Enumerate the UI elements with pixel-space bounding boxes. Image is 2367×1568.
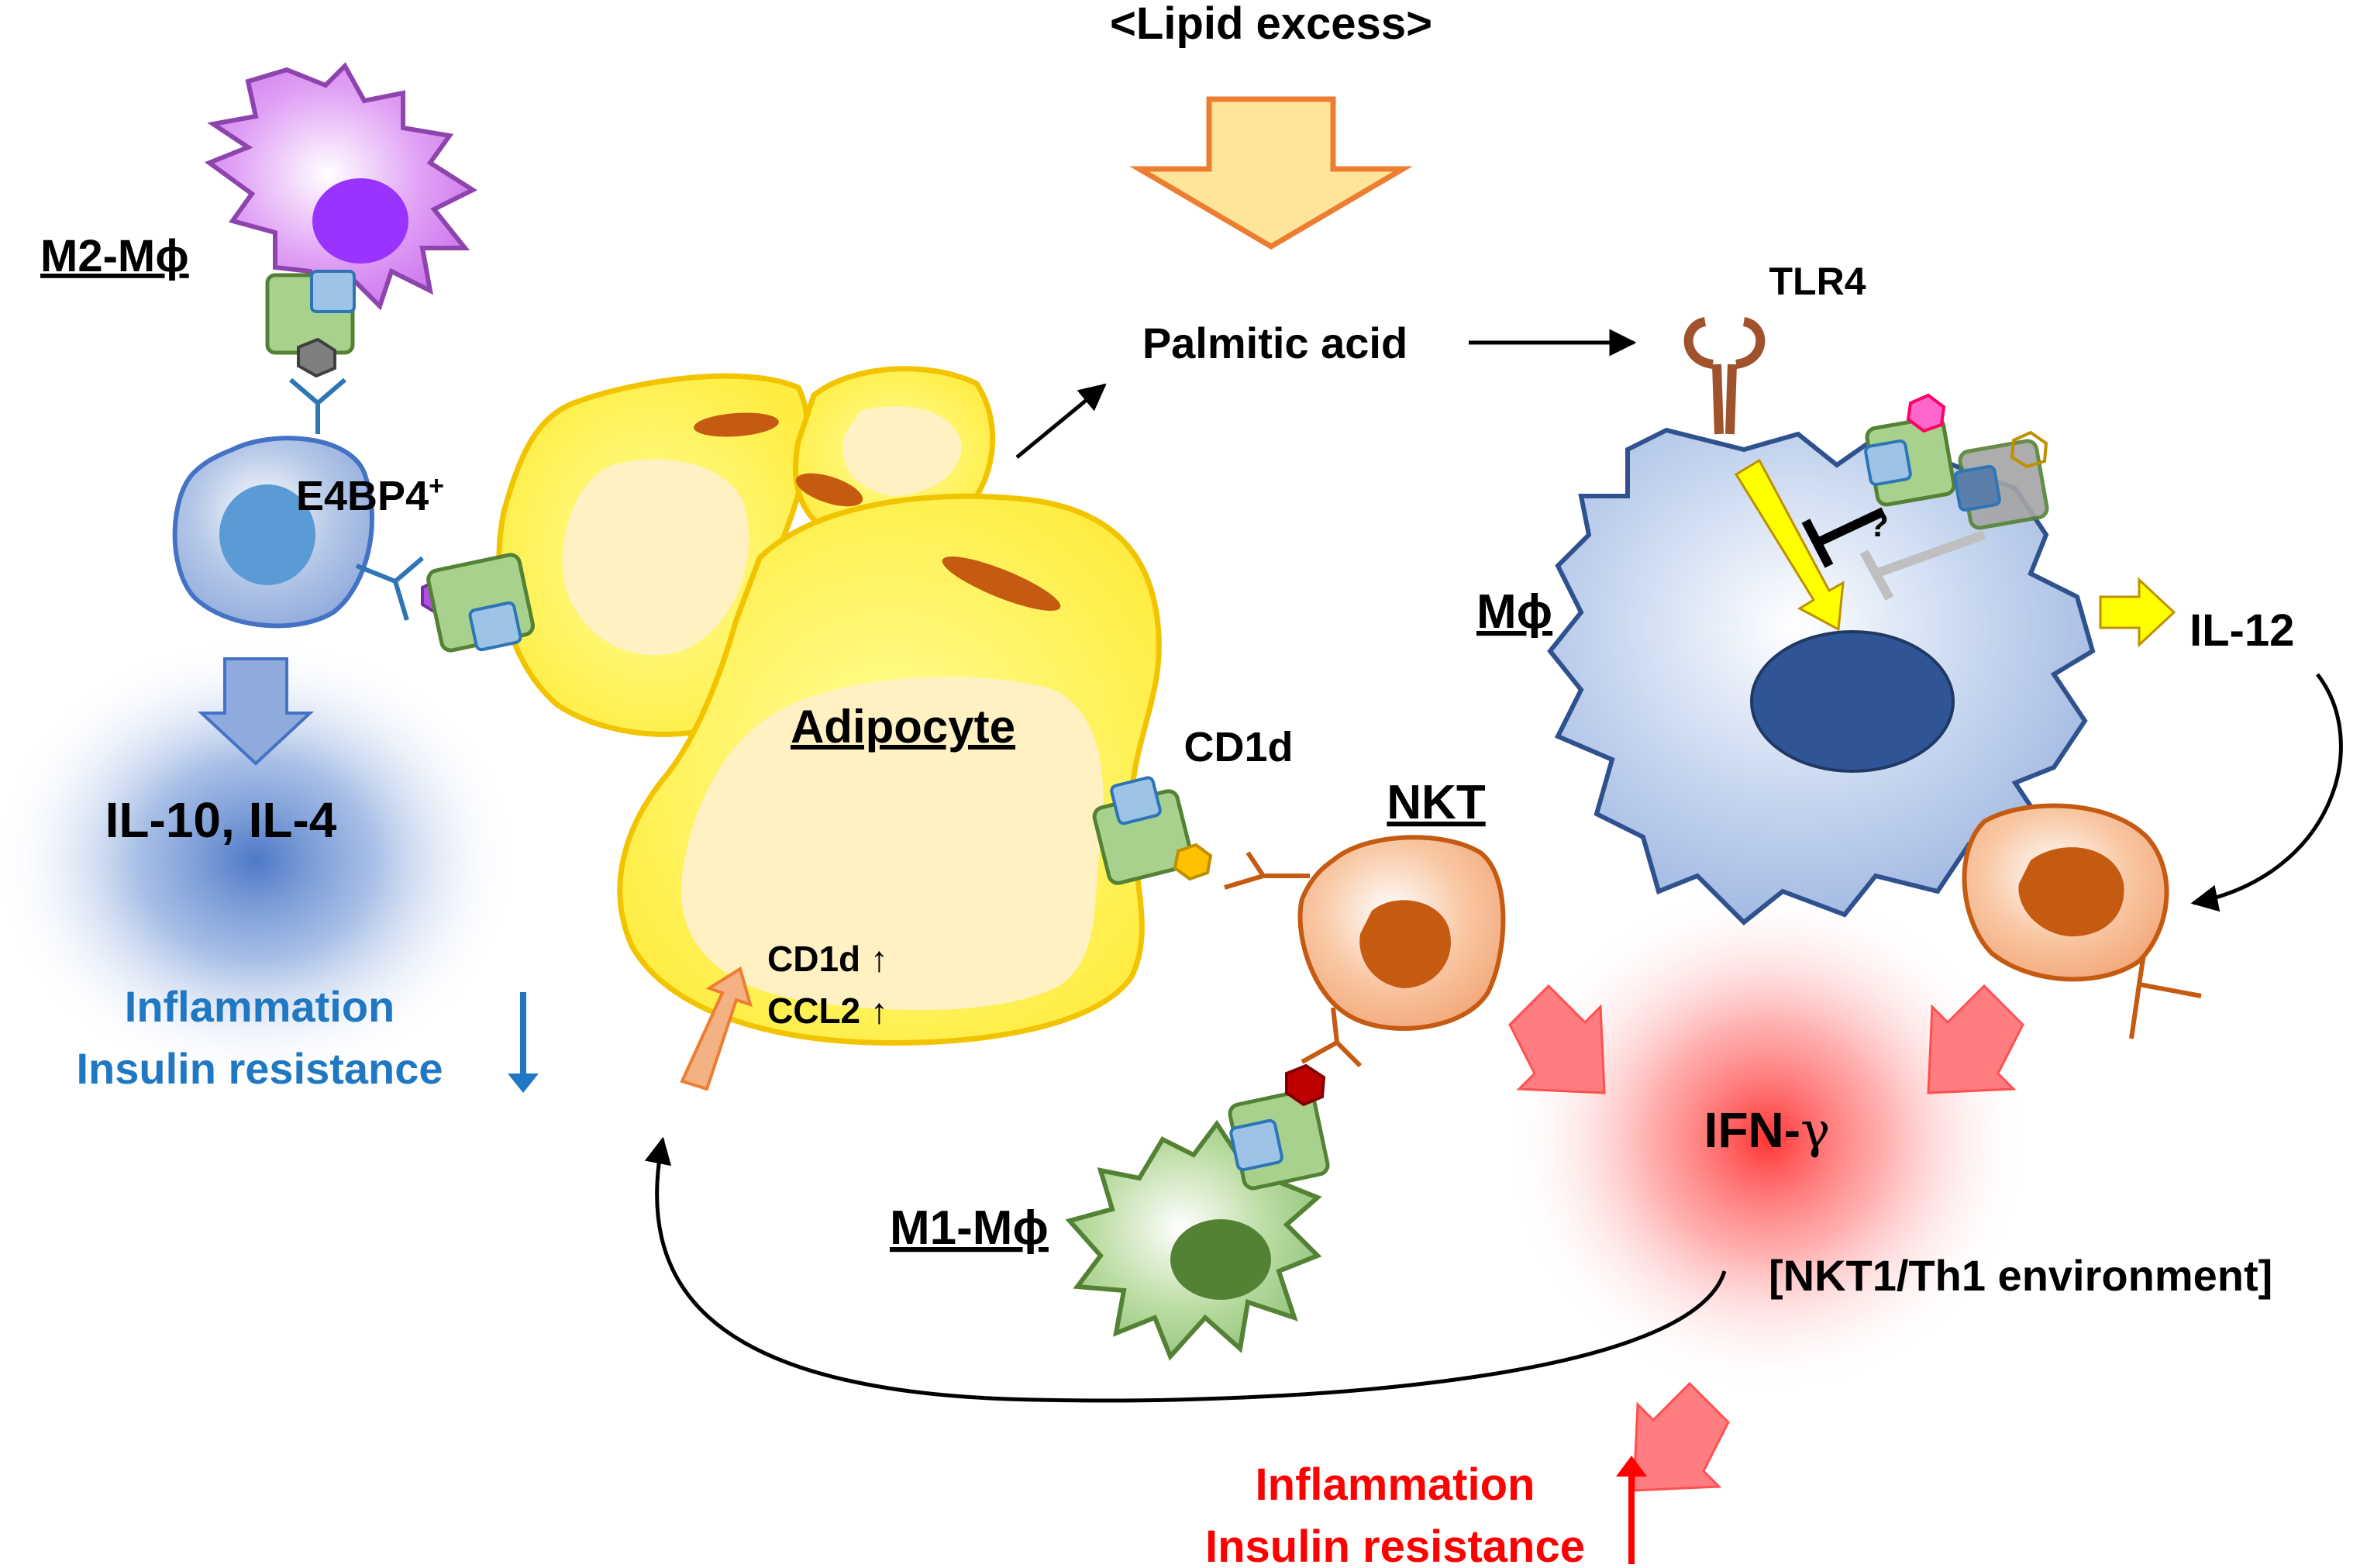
- macrophage-nucleus: [1750, 630, 1955, 773]
- il12-label: IL-12: [2190, 605, 2294, 656]
- m1-mhc-blue: [1229, 1118, 1283, 1172]
- inhibition-black: [1801, 507, 1886, 568]
- adipocyte-nucleus-1: [694, 412, 779, 437]
- adipocyte-nucleus-3: [942, 557, 1061, 611]
- inhibition-grey: [1859, 530, 1986, 601]
- macrophage-lipid-pink: [1906, 393, 1946, 433]
- tlr4-receptor: [1683, 317, 1766, 435]
- m1-lipid-antigen: [1285, 1063, 1326, 1107]
- il10-il4-glow: [0, 636, 519, 1085]
- macrophage-lipid-gold: [2010, 430, 2048, 469]
- outcome-down-arrow: [508, 992, 539, 1093]
- outcome-up-line2: Insulin resistance: [1205, 1521, 1585, 1568]
- cd1d-right-blue: [1110, 776, 1162, 825]
- outcome-up-pointer-arrow: [1632, 1381, 1730, 1492]
- outcome-down-line2: Insulin resistance: [76, 1044, 443, 1093]
- il10-production-arrow: [197, 657, 315, 766]
- e4bp4-label-sup: +: [429, 471, 444, 501]
- lipid-excess-arrow: [1129, 96, 1413, 250]
- adipocyte-label: Adipocyte: [791, 701, 1015, 753]
- il12-to-nkt-arrow: [2190, 673, 2343, 912]
- adipocyte-nucleus-2: [795, 473, 863, 507]
- nkt1-th1-environment-label: [NKT1/Th1 environment]: [1769, 1251, 2272, 1300]
- nkt-nucleus: [1359, 900, 1451, 988]
- ifn-arrow-right: [1927, 984, 2024, 1094]
- ifn-arrow-left: [1508, 984, 1606, 1094]
- adipocyte-cd1d-left: [426, 553, 535, 653]
- adipocyte-cluster: [496, 366, 1162, 1046]
- adipocyte-to-palmitic-arrow: [1015, 383, 1107, 459]
- outcome-down-line1: Inflammation: [125, 982, 394, 1031]
- nkt-cell-right: [1962, 803, 2202, 1039]
- m2-macrophage-label: M2-Mϕ: [40, 231, 189, 281]
- e4bp4-nkt-cell: [172, 377, 455, 629]
- tlr4-signal-arrow: [1734, 458, 1845, 632]
- adipocyte-large-cytoplasm: [680, 677, 1104, 1011]
- lipid-excess-label: <Lipid excess>: [1110, 0, 1432, 49]
- macrophage-label: Mϕ: [1476, 585, 1552, 639]
- m1-nucleus: [1170, 1219, 1271, 1300]
- e4bp4-tcr-right: [355, 556, 424, 621]
- ifn-gamma-label: IFN-γ: [1704, 1102, 1831, 1160]
- il10-il4-label: IL-10, IL-4: [105, 792, 337, 848]
- adipocyte-small-left-cytoplasm: [562, 459, 749, 656]
- ifn-gamma-glow: [1504, 884, 2031, 1395]
- ccl2-up-label: CCL2 ↑: [767, 991, 888, 1031]
- m1-macrophage-label: M1-Mϕ: [890, 1201, 1049, 1255]
- outcome-up-arrow: [1616, 1456, 1647, 1564]
- ifn-gamma-symbol: γ: [1800, 1102, 1830, 1160]
- cd1d-left-blue: [468, 601, 522, 652]
- macrophage: ?: [1547, 317, 2176, 926]
- cd1d-up-label: CD1d ↑: [767, 939, 888, 979]
- nkt-tcr-left: [1224, 851, 1310, 890]
- cd1d-label: CD1d: [1184, 724, 1293, 770]
- cd1d-right-lipid: [1173, 843, 1213, 881]
- ccl2-induction-arrow: [680, 966, 753, 1091]
- adipocyte-small-top-cytoplasm: [842, 406, 962, 496]
- ifn-gamma-prefix: IFN-: [1704, 1102, 1800, 1158]
- nkt-tcr-bottom: [1301, 1007, 1363, 1068]
- e4bp4-tcr-top: [289, 377, 346, 434]
- e4bp4-label-text: E4BP4: [296, 473, 429, 519]
- m2-macrophage: [204, 62, 478, 378]
- nkt-label: NKT: [1387, 776, 1486, 829]
- il12-secretion-arrow: [2099, 577, 2176, 648]
- m2-nucleus: [312, 178, 408, 264]
- outcome-up-line1: Inflammation: [1256, 1459, 1535, 1510]
- m2-mhc-blue: [310, 270, 356, 313]
- macrophage-mhc1-blue: [1864, 439, 1912, 487]
- adipocyte-cd1d-right: [1092, 776, 1213, 885]
- e4bp4-label: E4BP4+: [296, 471, 444, 519]
- palmitic-acid-label: Palmitic acid: [1142, 319, 1407, 367]
- tlr4-label: TLR4: [1769, 260, 1866, 303]
- m1-macrophage: [1065, 1063, 1330, 1361]
- nkt-right-nucleus: [2018, 847, 2124, 937]
- nkt-cell: [1224, 835, 1506, 1068]
- macrophage-mhc2-blue: [1953, 464, 2001, 512]
- feedback-arrow: [644, 1136, 1727, 1403]
- m2-lipid-antigen: [297, 337, 336, 378]
- inhibition-question: ?: [1868, 506, 1889, 544]
- e4bp4-nucleus: [219, 484, 315, 585]
